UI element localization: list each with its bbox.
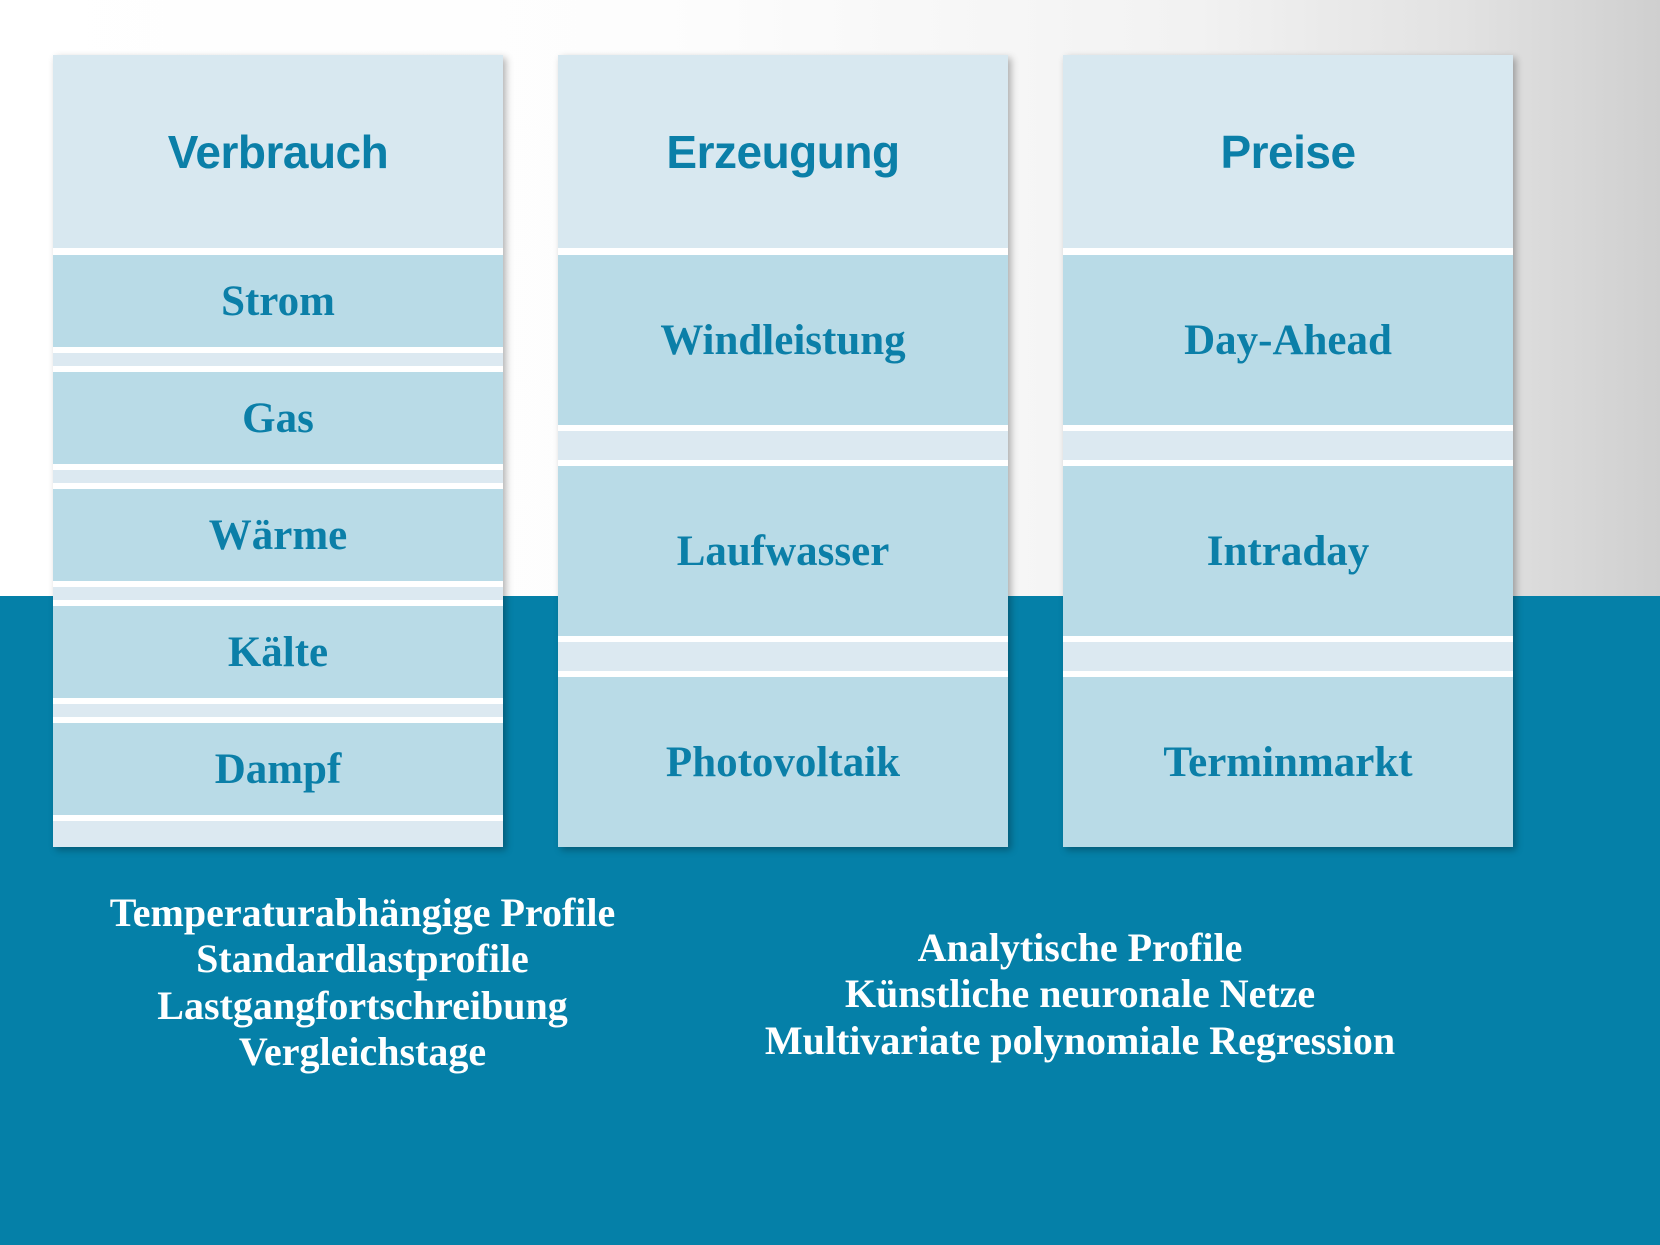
list-item-label: Kälte xyxy=(227,628,329,676)
divider xyxy=(1063,460,1513,466)
spacer-band xyxy=(53,587,503,600)
spacer-band xyxy=(53,353,503,366)
divider xyxy=(53,600,503,606)
card-title-verbrauch: Verbrauch xyxy=(167,125,389,178)
card-footer-band xyxy=(53,821,503,847)
spacer-band xyxy=(53,704,503,717)
divider xyxy=(558,671,1008,677)
spacer-band xyxy=(1063,642,1513,671)
list-item[interactable]: Laufwasser xyxy=(558,466,1008,636)
divider xyxy=(53,698,503,704)
caption-analytical-methods: Analytische Profile Künstliche neuronale… xyxy=(764,925,1396,1063)
list-item[interactable]: Day-Ahead xyxy=(1063,255,1513,425)
card-preise[interactable]: Preise Day-Ahead Intraday Terminmarkt xyxy=(1063,55,1513,847)
card-header-erzeugung: Erzeugung xyxy=(558,55,1008,248)
divider xyxy=(53,366,503,372)
list-item-label: Laufwasser xyxy=(676,527,890,575)
list-item-label: Intraday xyxy=(1206,527,1370,575)
list-item[interactable]: Terminmarkt xyxy=(1063,677,1513,847)
list-item[interactable]: Wärme xyxy=(53,489,503,581)
divider xyxy=(1063,425,1513,431)
spacer-band xyxy=(558,642,1008,671)
list-item[interactable]: Kälte xyxy=(53,606,503,698)
list-item[interactable]: Dampf xyxy=(53,723,503,815)
list-item-label: Photovoltaik xyxy=(665,738,901,786)
list-item[interactable]: Gas xyxy=(53,372,503,464)
divider xyxy=(558,425,1008,431)
list-item-label: Terminmarkt xyxy=(1163,738,1413,786)
list-item-label: Dampf xyxy=(214,745,342,793)
list-item[interactable]: Strom xyxy=(53,255,503,347)
list-item-label: Wärme xyxy=(208,511,348,559)
list-item-label: Day-Ahead xyxy=(1184,316,1392,364)
card-header-verbrauch: Verbrauch xyxy=(53,55,503,248)
list-item[interactable]: Windleistung xyxy=(558,255,1008,425)
list-item-label: Gas xyxy=(242,394,314,442)
card-verbrauch[interactable]: Verbrauch Strom Gas Wärme Kälte Dampf xyxy=(53,55,503,847)
divider xyxy=(1063,248,1513,255)
card-title-erzeugung: Erzeugung xyxy=(666,125,900,178)
divider xyxy=(53,347,503,353)
divider xyxy=(1063,671,1513,677)
divider xyxy=(53,815,503,821)
divider xyxy=(53,483,503,489)
card-title-preise: Preise xyxy=(1220,125,1356,178)
divider xyxy=(53,464,503,470)
card-header-preise: Preise xyxy=(1063,55,1513,248)
list-item[interactable]: Photovoltaik xyxy=(558,677,1008,847)
card-erzeugung[interactable]: Erzeugung Windleistung Laufwasser Photov… xyxy=(558,55,1008,847)
divider xyxy=(53,581,503,587)
divider xyxy=(1063,636,1513,642)
caption-consumption-methods: Temperaturabhängige Profile Standardlast… xyxy=(109,890,616,1075)
divider xyxy=(558,248,1008,255)
spacer-band xyxy=(558,431,1008,460)
divider xyxy=(53,717,503,723)
divider xyxy=(558,636,1008,642)
list-item-label: Windleistung xyxy=(660,316,906,364)
list-item[interactable]: Intraday xyxy=(1063,466,1513,636)
list-item-label: Strom xyxy=(221,277,335,325)
divider xyxy=(558,460,1008,466)
spacer-band xyxy=(53,470,503,483)
divider xyxy=(53,248,503,255)
spacer-band xyxy=(1063,431,1513,460)
